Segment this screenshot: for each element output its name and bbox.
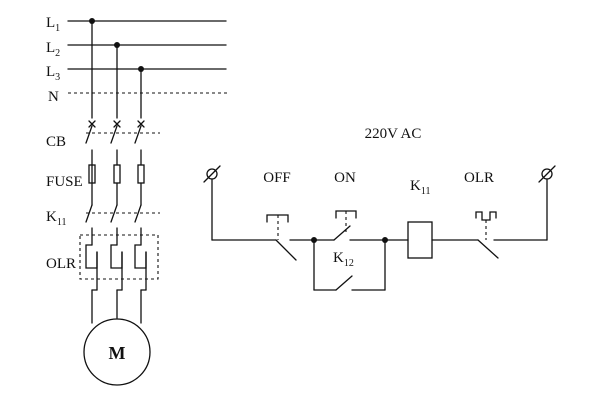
off-pushbutton — [211, 214, 315, 261]
fuse-label: FUSE — [46, 174, 83, 190]
line-label-l2: L2 — [46, 40, 60, 59]
off-button-label: OFF — [263, 170, 291, 186]
coil-label: K11 — [410, 178, 430, 197]
olr-contact-label: OLR — [464, 170, 494, 186]
line-label-l1: L1 — [46, 15, 60, 34]
on-pushbutton — [313, 210, 386, 241]
junction-dot — [311, 237, 317, 243]
phase-2-conductor — [110, 44, 123, 319]
holding-contact-k12 — [313, 239, 386, 291]
contactor-label: K11 — [46, 209, 66, 228]
supply-voltage-label: 220V AC — [365, 126, 422, 142]
olr-label: OLR — [46, 256, 76, 272]
on-button-label: ON — [334, 170, 356, 186]
line-label-l3: L3 — [46, 64, 60, 83]
motor-label: M — [109, 343, 126, 363]
control-terminal-right — [538, 165, 556, 241]
olr-enclosure — [79, 234, 159, 280]
phase-3-conductor — [134, 68, 147, 324]
phase-1-conductor — [85, 20, 98, 324]
overload-relay-contact — [475, 211, 548, 259]
contactor-coil-k11 — [384, 221, 479, 259]
control-terminal-left — [203, 165, 221, 241]
line-label-n: N — [48, 89, 59, 105]
cb-label: CB — [46, 134, 66, 150]
aux-contact-label: K12 — [333, 250, 354, 269]
motor-symbol — [83, 318, 151, 386]
